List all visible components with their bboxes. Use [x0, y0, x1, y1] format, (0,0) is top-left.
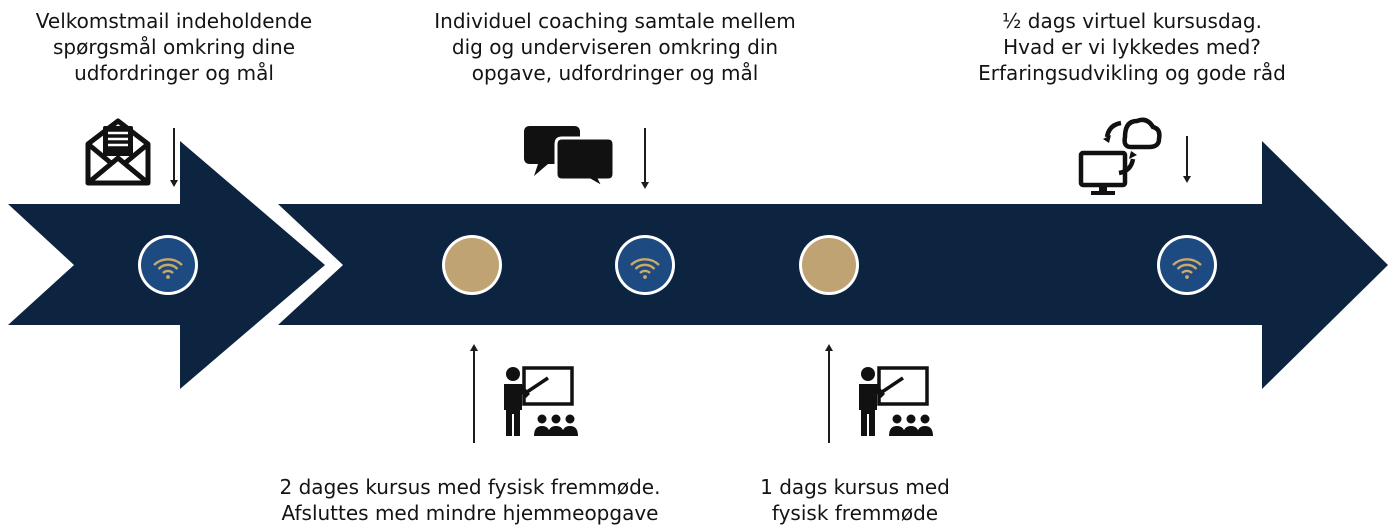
milestone-online-1	[138, 235, 198, 295]
label-welcome-line-2: spørgsmål omkring dine	[52, 35, 296, 59]
label-virtual-line-1: ½ dags virtuel kursusdag.	[1002, 9, 1262, 33]
label-coaching-line-1: Individuel coaching samtale mellem	[434, 9, 796, 33]
wifi-icon	[153, 258, 183, 279]
label-coaching: Individuel coaching samtale mellem dig o…	[410, 8, 820, 86]
milestone-online-3	[1157, 235, 1217, 295]
teacher-presentation-icon	[504, 366, 578, 436]
label-virtual-day: ½ dags virtuel kursusdag. Hvad er vi lyk…	[962, 8, 1302, 86]
milestone-physical-1	[442, 235, 502, 295]
milestone-physical-2	[799, 235, 859, 295]
label-course1-line-2: fysisk fremmøde	[771, 501, 939, 525]
milestone-online-2	[615, 235, 675, 295]
envelope-letter-icon	[85, 118, 151, 186]
label-course1-line-1: 1 dags kursus med	[760, 475, 950, 499]
computer-cloud-sync-icon	[1078, 117, 1162, 195]
wifi-icon	[1172, 258, 1202, 279]
chat-bubbles-icon	[524, 126, 616, 190]
label-coaching-line-2: dig og underviseren omkring din	[451, 35, 779, 59]
label-virtual-line-3: Erfaringsudvikling og gode råd	[978, 61, 1286, 85]
label-welcome-line-3: udfordringer og mål	[74, 61, 274, 85]
label-course-1-day: 1 dags kursus med fysisk fremmøde	[720, 474, 990, 526]
label-course-2-days: 2 dages kursus med fysisk fremmøde. Afsl…	[250, 474, 690, 526]
wifi-icon	[630, 258, 660, 279]
label-course2-line-1: 2 dages kursus med fysisk fremmøde.	[279, 475, 661, 499]
label-virtual-line-2: Hvad er vi lykkedes med?	[1003, 35, 1261, 59]
teacher-presentation-icon	[859, 366, 933, 436]
label-welcome-email: Velkomstmail indeholdende spørgsmål omkr…	[4, 8, 344, 86]
label-course2-line-2: Afsluttes med mindre hjemmeopgave	[281, 501, 659, 525]
label-welcome-line-1: Velkomstmail indeholdende	[35, 9, 313, 33]
label-coaching-line-3: opgave, udfordringer og mål	[471, 61, 759, 85]
